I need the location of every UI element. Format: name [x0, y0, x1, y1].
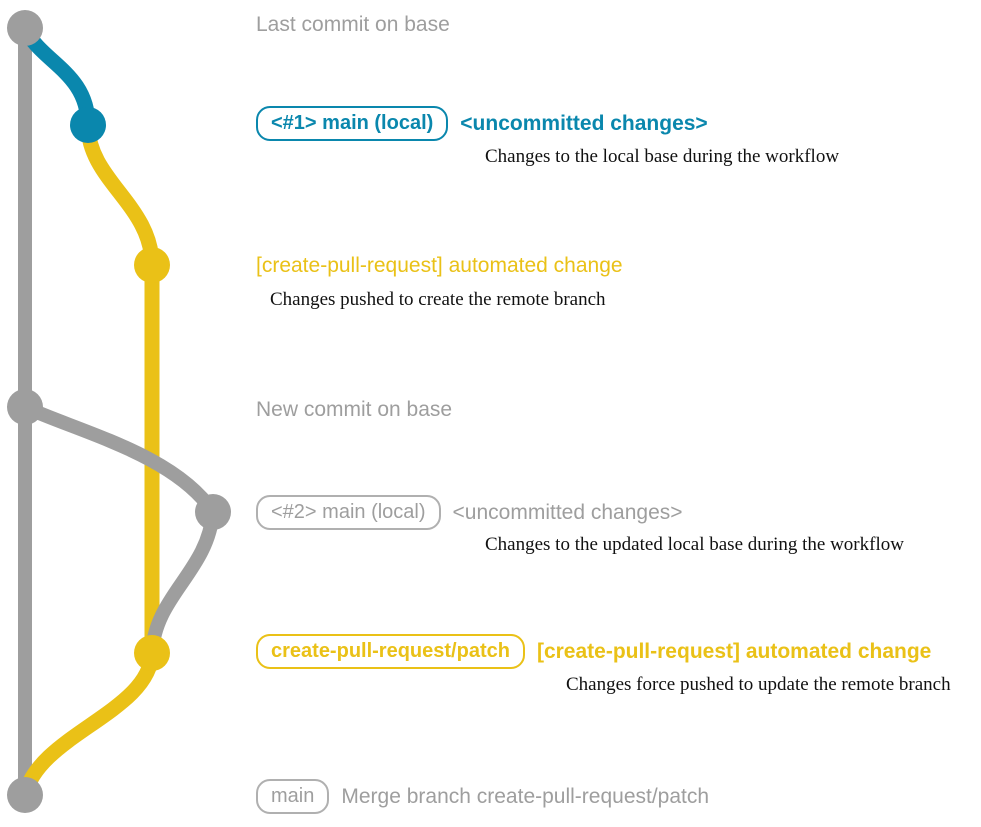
patch-lane-line-upper [80, 117, 160, 273]
row-merge: main Merge branch create-pull-request/pa… [256, 779, 709, 814]
label-row-local-2: <#2> main (local) <uncommitted changes> [256, 495, 683, 530]
label-row-merge: main Merge branch create-pull-request/pa… [256, 779, 709, 814]
note-patch-update-wrap: Changes force pushed to update the remot… [566, 674, 951, 696]
row-last-commit: Last commit on base [256, 12, 450, 38]
label-row-local-1: <#1> main (local) <uncommitted changes> [256, 106, 708, 141]
commit-message-patch-update: [create-pull-request] automated change [536, 639, 932, 663]
branch-pill-local-2[interactable]: <#2> main (local) [256, 495, 441, 530]
row-local-1: <#1> main (local) <uncommitted changes> [256, 106, 708, 141]
row-local-2: <#2> main (local) <uncommitted changes> [256, 495, 683, 530]
local-branch-line-2 [18, 400, 220, 519]
commit-note-patch-update: Changes force pushed to update the remot… [566, 674, 951, 695]
commit-node-local-2[interactable] [195, 494, 231, 530]
commit-title-new-commit: New commit on base [256, 398, 453, 421]
commit-title-last-commit: Last commit on base [256, 13, 450, 36]
commit-message-local-1: <uncommitted changes> [460, 111, 708, 135]
commit-note-local-2: Changes to the updated local base during… [485, 534, 904, 555]
commit-note-local-1: Changes to the local base during the wor… [485, 146, 840, 167]
note-local-1-wrap: Changes to the local base during the wor… [485, 146, 839, 168]
commit-message-merge: Merge branch create-pull-request/patch [341, 784, 710, 808]
row-patch-update: create-pull-request/patch [create-pull-r… [256, 634, 931, 669]
branch-pill-patch[interactable]: create-pull-request/patch [256, 634, 525, 669]
local-branch-line-2-down [145, 505, 220, 660]
note-patch-create-wrap: Changes pushed to create the remote bran… [270, 289, 606, 311]
branch-pill-main[interactable]: main [256, 779, 330, 814]
commit-node-merge[interactable] [7, 777, 43, 813]
note-local-2-wrap: Changes to the updated local base during… [485, 534, 904, 556]
commit-node-patch-2[interactable] [134, 635, 170, 671]
commit-node-base-top[interactable] [7, 10, 43, 46]
row-new-commit: New commit on base [256, 397, 452, 423]
commit-node-base-new[interactable] [7, 389, 43, 425]
commit-node-patch-1[interactable] [134, 247, 170, 283]
commit-message-local-2: <uncommitted changes> [452, 500, 683, 524]
commit-node-local-1[interactable] [70, 107, 106, 143]
patch-merge-line [17, 645, 160, 803]
row-patch-create: [create-pull-request] automated change [256, 253, 623, 279]
branch-pill-local-1[interactable]: <#1> main (local) [256, 106, 449, 141]
commit-title-patch-create: [create-pull-request] automated change [256, 254, 623, 277]
label-row-patch-update: create-pull-request/patch [create-pull-r… [256, 634, 931, 669]
commit-note-patch-create: Changes pushed to create the remote bran… [270, 289, 606, 310]
